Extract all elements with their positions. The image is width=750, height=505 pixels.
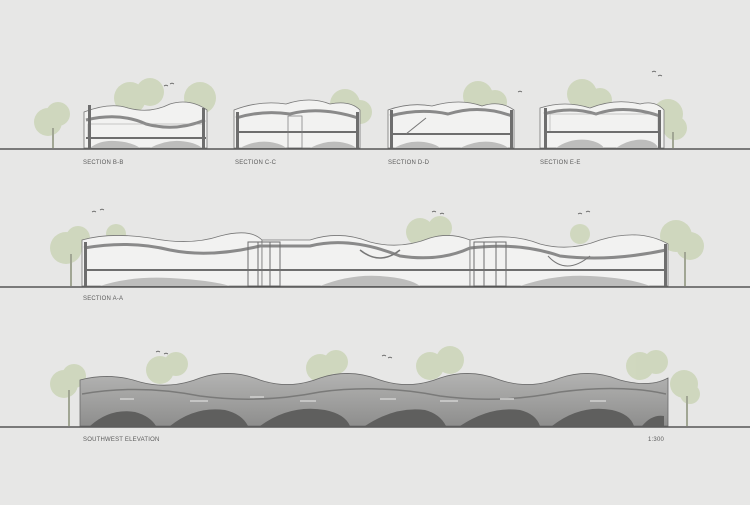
birds-decoration (91, 70, 663, 359)
section-d-d-label: SECTION D-D (388, 160, 430, 166)
section-c-c-label: SECTION C-C (235, 160, 277, 166)
section-e-e-label: SECTION E-E (540, 160, 581, 166)
section-b-b-label: SECTION B-B (83, 160, 124, 166)
section-a-a-drawing (81, 232, 669, 287)
section-c-c-drawing (233, 99, 361, 149)
section-b-b-drawing (83, 101, 208, 149)
section-e-e-drawing (539, 101, 665, 149)
section-a-a-label: SECTION A-A (83, 296, 124, 302)
scale-label: 1:300 (648, 437, 665, 443)
southwest-elevation-label: SOUTHWEST ELEVATION (83, 437, 160, 443)
southwest-elevation-drawing (79, 373, 669, 427)
trees-row-3 (50, 346, 700, 426)
section-d-d-drawing (387, 101, 515, 149)
